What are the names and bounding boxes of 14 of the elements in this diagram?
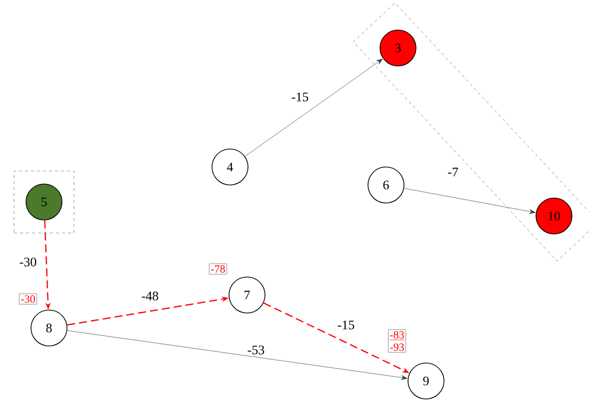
dashed-group-box: [353, 2, 589, 262]
edge-label: -7: [448, 168, 458, 176]
arrow: [404, 188, 536, 214]
edge-label: -15: [292, 92, 308, 102]
edge-label: -53: [248, 346, 264, 354]
value-box: -83 -93: [388, 329, 406, 353]
value-box: -30: [18, 294, 38, 304]
edge-label: -15: [338, 320, 354, 330]
arrow: [244, 58, 383, 157]
arrow: [67, 330, 408, 380]
edge-label: -48: [142, 292, 158, 300]
edge-label: -30: [20, 258, 36, 266]
dashed-group-box: [14, 170, 74, 234]
value-box: -78: [208, 264, 228, 274]
